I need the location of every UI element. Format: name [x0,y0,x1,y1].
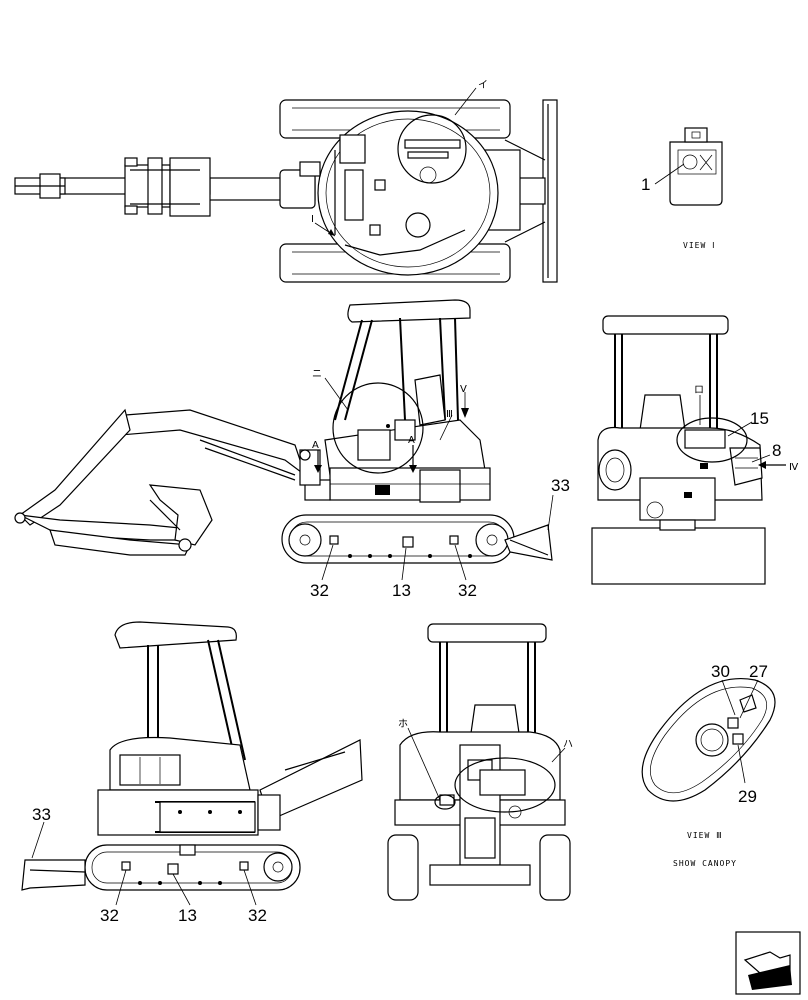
view-3-detail [641,678,776,802]
mark-ni: ニ [312,369,322,380]
show-canopy-label: SHOW CANOPY [673,859,737,868]
callout-15: 15 [750,409,769,428]
front-view-excavator [591,315,786,585]
callout-30: 30 [711,662,730,681]
rear-side-view-excavator [21,621,363,906]
mark-a-right: A [408,435,415,446]
callout-33-rear: 33 [32,805,51,824]
back-view-excavator [387,623,571,901]
mark-ha: ハ [563,739,573,750]
callout-32-rear-right: 32 [248,906,267,925]
mark-iii: Ⅲ [446,409,453,420]
side-view-excavator [14,299,554,581]
callout-33-side: 33 [551,476,570,495]
mark-i-view-arrow: Ⅰ [311,214,314,225]
callout-32-rear-left: 32 [100,906,119,925]
mark-i-top: イ [478,80,488,91]
top-view-excavator [14,87,558,283]
mark-ro: ロ [694,385,704,396]
callout-29: 29 [738,787,757,806]
view-3-title: VIEW Ⅲ [687,831,723,840]
mark-iv: Ⅳ [789,462,799,473]
mark-ho: ホ [398,718,408,730]
mark-v: Ⅴ [460,384,467,395]
view-1-title: VIEW Ⅰ [683,241,715,250]
callout-13-side: 13 [392,581,411,600]
callout-27: 27 [749,662,768,681]
callout-32-side-right: 32 [458,581,477,600]
callout-8: 8 [772,441,781,460]
callout-32-side-left: 32 [310,581,329,600]
next-page-arrow-icon[interactable] [735,931,801,995]
callout-1: 1 [641,175,650,194]
view-1-decal [654,127,723,206]
callout-13-rear: 13 [178,906,197,925]
mark-a-left: A [312,440,319,451]
